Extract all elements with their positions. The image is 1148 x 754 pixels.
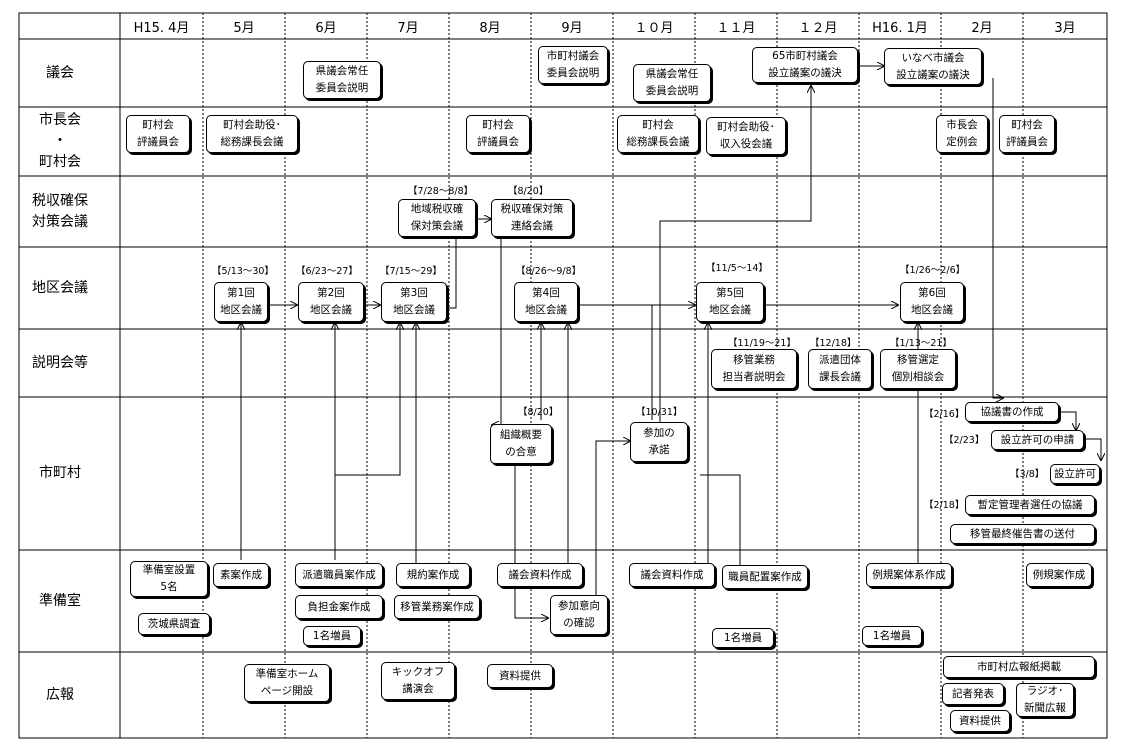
month-header: 8月 (479, 20, 501, 36)
row-header-kouhou: 広報 (46, 686, 74, 703)
event-box: ラジオ･ 新聞広報 (1016, 683, 1074, 717)
row-header-junbishitsu: 準備室 (39, 592, 81, 609)
event-box: 県議会常任 委員会説明 (633, 64, 711, 102)
date-label: 【1/13～21】 (890, 338, 952, 349)
event-box: 税収確保対策 連絡会議 (491, 199, 573, 237)
event-box: 例規案体系作成 (866, 563, 952, 587)
event-box: 第5回 地区会議 (696, 282, 764, 322)
event-box: 町村会 総務課長会議 (617, 115, 699, 153)
event-box: 1名増員 (712, 628, 774, 648)
table-frame (18, 12, 1108, 739)
month-header: 2月 (971, 20, 993, 36)
event-box: 町村会 評議員会 (999, 115, 1055, 153)
month-header: １０月 (634, 20, 674, 36)
date-label: 【1/26～2/6】 (900, 265, 966, 276)
month-header: H15. 4月 (133, 20, 190, 36)
month-header: １１月 (716, 20, 756, 36)
row-header-chiku: 地区会議 (32, 279, 88, 296)
event-box: 65市町村議会 設立議案の議決 (752, 47, 858, 83)
event-box: 地域税収確 保対策会議 (398, 199, 476, 237)
event-box: 移管業務 担当者説明会 (711, 349, 797, 389)
date-label: 【2/16】 (924, 409, 965, 420)
date-label: 【5/13～30】 (212, 266, 274, 277)
date-label: 【10/31】 (636, 407, 683, 418)
event-box: 第2回 地区会議 (298, 282, 364, 322)
date-label: 【2/18】 (924, 500, 965, 511)
event-box: 組織概要 の合意 (490, 424, 552, 464)
event-box: 規約案作成 (396, 563, 470, 587)
date-label: 【8/20】 (508, 186, 549, 197)
row-header-shichoukai: 市長会 ・ 町村会 (39, 112, 81, 170)
date-label: 【7/28～8/8】 (408, 186, 474, 197)
event-box: 茨城県調査 (138, 613, 210, 635)
row-header-setsumei: 説明会等 (32, 354, 88, 371)
event-box: 第6回 地区会議 (900, 282, 964, 322)
event-box: 準備室ホーム ページ開設 (244, 664, 330, 702)
event-box: 記者発表 (942, 683, 1004, 705)
event-box: 暫定管理者選任の協議 (965, 495, 1095, 515)
event-box: 1名増員 (862, 626, 922, 646)
row-header-shichouson: 市町村 (39, 465, 81, 481)
date-label: 【11/19～21】 (728, 338, 796, 349)
event-box: 移管業務案作成 (394, 595, 480, 619)
event-box: 第3回 地区会議 (381, 282, 447, 322)
event-box: 設立許可 (1050, 464, 1100, 484)
event-box: 例規案作成 (1026, 563, 1092, 587)
date-label: 【8/26～9/8】 (516, 266, 582, 277)
date-label: 【12/18】 (810, 338, 857, 349)
event-box: 参加意向 の確認 (550, 595, 608, 635)
event-box: 第1回 地区会議 (214, 282, 268, 322)
event-box: 参加の 承諾 (630, 422, 688, 462)
event-box: 町村会 評議員会 (466, 115, 530, 153)
event-box: 県議会常任 委員会説明 (303, 61, 381, 99)
month-header: 7月 (397, 20, 419, 36)
date-label: 【8/20】 (518, 407, 559, 418)
row-header-zeishu: 税収確保 対策会議 (32, 192, 88, 230)
event-box: 職員配置案作成 (722, 565, 808, 589)
event-box: 準備室設置 5名 (130, 561, 208, 597)
month-header: 3月 (1054, 20, 1076, 36)
month-header: 9月 (561, 20, 583, 36)
event-box: キックオフ 講演会 (381, 662, 455, 700)
event-box: 市長会 定例会 (936, 115, 988, 153)
event-box: 協議書の作成 (965, 402, 1059, 422)
event-box: 議会資料作成 (629, 563, 715, 587)
event-box: 議会資料作成 (497, 563, 583, 587)
event-box: 設立許可の申請 (991, 430, 1084, 450)
event-box: 資料提供 (950, 710, 1010, 732)
event-box: 市町村広報紙掲載 (943, 656, 1095, 678)
date-label: 【7/15～29】 (380, 266, 442, 277)
event-box: 第4回 地区会議 (514, 282, 578, 322)
event-box: 町村会助役･ 収入役会議 (706, 117, 786, 155)
row-header-gikai: 議会 (46, 64, 74, 81)
date-label: 【2/23】 (944, 435, 985, 446)
date-label: 【6/23～27】 (296, 266, 358, 277)
event-box: 移管選定 個別相談会 (880, 349, 956, 389)
event-box: 派遣団体 課長会議 (808, 349, 872, 389)
event-box: 移管最終催告書の送付 (950, 524, 1095, 544)
event-box: いなべ市議会 設立議案の議決 (884, 48, 982, 85)
event-box: 町村会助役･ 総務課長会議 (206, 115, 298, 153)
date-label: 【3/8】 (1010, 469, 1045, 480)
event-box: 派遣職員案作成 (295, 563, 383, 587)
event-box: 資料提供 (487, 664, 553, 688)
date-label: 【11/5～14】 (706, 263, 768, 274)
event-box: 市町村議会 委員会説明 (538, 46, 608, 84)
event-box: 負担金案作成 (295, 595, 383, 619)
month-header: H16. 1月 (872, 20, 928, 36)
month-header: 6月 (315, 20, 337, 36)
month-header: 5月 (233, 20, 255, 36)
event-box: 町村会 評議員会 (126, 115, 190, 153)
event-box: 1名増員 (303, 626, 361, 646)
month-header: １２月 (798, 20, 838, 36)
event-box: 素案作成 (213, 563, 269, 587)
